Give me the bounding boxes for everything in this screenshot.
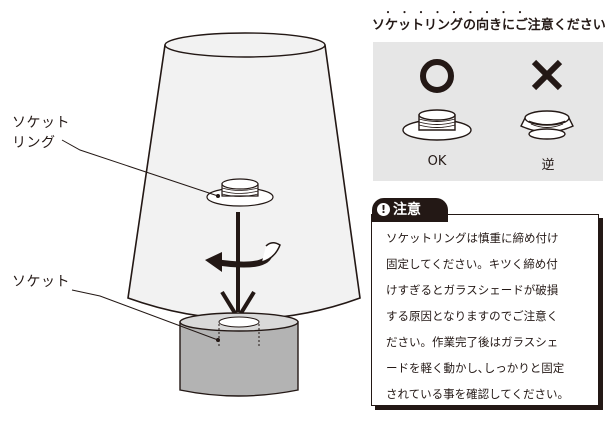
socket-leader [71, 289, 219, 341]
socket-ring-leader [61, 139, 219, 197]
ring-reversed-illustration [520, 110, 574, 140]
caution-line: されている事を確認してください。 [386, 387, 569, 401]
caution-box: ソケットリングは慎重に締め付け 固定してください。キツく締め付 けすぎるとガラス… [371, 214, 599, 406]
socket-leader-dot [216, 338, 220, 342]
caution-heading: ! 注意 [372, 198, 448, 222]
reversed-label: 逆 [541, 158, 555, 173]
ring-correct-illustration [402, 109, 472, 141]
orientation-panel: OK 逆 [373, 42, 603, 181]
warning-icon: ! [377, 203, 390, 216]
caution-line: けすぎるとガラスシェードが破損 [386, 283, 559, 297]
caution-title: 注意 [393, 202, 421, 218]
caution-text: ソケットリングは慎重に締め付け 固定してください。キツく締め付 けすぎるとガラス… [386, 225, 592, 407]
socket-label: ソケット [12, 274, 70, 290]
orientation-illustrations [402, 59, 574, 141]
caution-line: ードを軽く動かし､しっかりと固定 [386, 361, 565, 375]
ok-label: OK [427, 154, 447, 169]
caution-line: ださい。作業完了後はガラスシェ [386, 335, 559, 349]
circle-icon [420, 59, 454, 93]
cross-icon [531, 59, 563, 91]
socket-ring-label: ソケット リング [12, 115, 70, 151]
socket-ring [206, 178, 274, 207]
rotate-arrow-icon [205, 242, 281, 272]
emphasis-marks: ・・・・・・・・・ [383, 8, 532, 19]
orientation-title: ソケットリングの向きにご注意ください [372, 18, 606, 33]
socket-ring-leader-dot [216, 194, 220, 198]
caution-line: ソケットリングは慎重に締め付け [386, 231, 559, 245]
caution-line: 固定してください。キツく締め付 [386, 257, 558, 271]
glass-shade [127, 34, 361, 320]
socket [179, 312, 299, 397]
caution-line: する原因となりますのでご注意く [386, 309, 559, 323]
shade-top-rim [164, 32, 326, 58]
